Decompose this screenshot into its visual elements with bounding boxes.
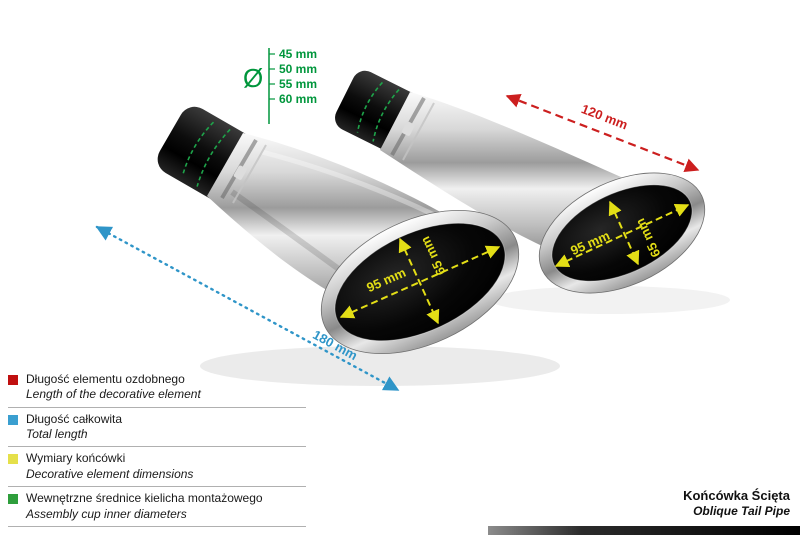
diameter-symbol-icon: Ø (243, 63, 263, 93)
product-title: Końcówka Ścięta Oblique Tail Pipe (683, 488, 790, 519)
legend-swatch-red (8, 374, 18, 385)
legend-label-en: Decorative element dimensions (26, 466, 194, 481)
product-title-pl: Końcówka Ścięta (683, 487, 790, 503)
rear-clamp-highlight (402, 102, 435, 161)
clamp-label (401, 121, 415, 136)
diameter-value: 60 mm (279, 92, 317, 106)
legend-swatch-green (8, 494, 18, 505)
cup-diameter-mark-icon (181, 121, 215, 177)
legend-label-en: Length of the decorative element (26, 387, 201, 402)
tip-width-arrow-front (339, 245, 501, 319)
legend-label-en: Assembly cup inner diameters (26, 506, 187, 521)
decorative-length-arrow (505, 93, 700, 173)
legend-label-pl: Wewnętrzne średnice kielicha montażowego (26, 491, 263, 506)
cup-diameter-mark-icon (356, 81, 384, 133)
diameter-value: 45 mm (279, 47, 317, 61)
total-length-arrow (95, 225, 400, 392)
bottom-gradient-bar (488, 526, 800, 535)
legend-swatch-yellow (8, 454, 18, 465)
legend-swatch-blue (8, 414, 18, 425)
tip-height-arrow-front (398, 237, 440, 325)
clamp-label (233, 165, 247, 180)
cup-diameter-mark-icon (372, 89, 400, 142)
legend: Długość elementu ozdobnego Length of the… (8, 368, 306, 527)
diameter-value: 50 mm (279, 62, 317, 76)
legend-label-pl: Długość elementu ozdobnego (26, 371, 185, 386)
legend-label-pl: Długość całkowita (26, 411, 123, 426)
legend-label-pl: Wymiary końcówki (26, 451, 126, 466)
legend-item-tip-dimensions: Wymiary końcówki Decorative element dime… (8, 447, 306, 488)
product-title-en: Oblique Tail Pipe (693, 504, 790, 518)
diameter-value: 55 mm (279, 77, 317, 91)
tip-height-arrow-rear (608, 200, 640, 266)
legend-item-cup-diameters: Wewnętrzne średnice kielicha montażowego… (8, 487, 306, 527)
front-clamp-highlight (232, 144, 267, 204)
legend-item-decorative-length: Długość elementu ozdobnego Length of the… (8, 368, 306, 408)
legend-item-total-length: Długość całkowita Total length (8, 408, 306, 448)
cup-diameters-annotation: Ø 45 mm 50 mm 55 mm 60 mm (243, 47, 317, 124)
legend-label-en: Total length (26, 427, 88, 442)
